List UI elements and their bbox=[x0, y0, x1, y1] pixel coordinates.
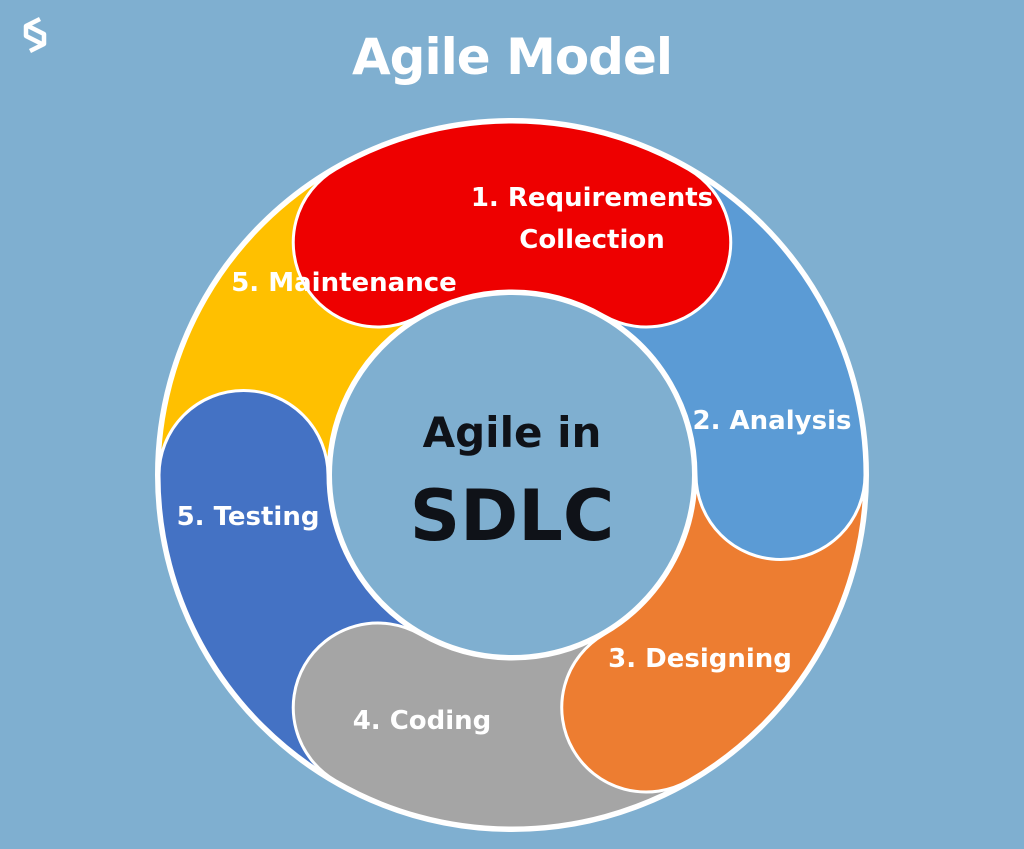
stage-label-4: 4. Coding bbox=[353, 706, 492, 736]
stage-label-5: 5. Testing bbox=[177, 502, 320, 532]
center-circle bbox=[328, 291, 696, 659]
stage-label-1-line-2: Collection bbox=[519, 225, 665, 255]
stage-label-6-line-1: 5. Maintenance bbox=[231, 268, 457, 298]
stage-label-2: 2. Analysis bbox=[693, 406, 852, 436]
center-title-line1: Agile in bbox=[423, 408, 602, 457]
stage-label-2-line-1: 2. Analysis bbox=[693, 406, 852, 436]
stage-label-1-line-1: 1. Requirements bbox=[471, 183, 713, 213]
stage-label-3: 3. Designing bbox=[608, 644, 792, 674]
stage-label-3-line-1: 3. Designing bbox=[608, 644, 792, 674]
stage-label-6: 5. Maintenance bbox=[231, 268, 457, 298]
stage-label-5-line-1: 5. Testing bbox=[177, 502, 320, 532]
stage-segment-1 bbox=[291, 120, 733, 329]
center-title-line2: SDLC bbox=[410, 475, 615, 557]
outer-ring-border bbox=[155, 118, 869, 832]
stage-label-4-line-1: 4. Coding bbox=[353, 706, 492, 736]
brand-s-logo-icon bbox=[23, 16, 47, 54]
page-title: Agile Model bbox=[351, 28, 673, 86]
